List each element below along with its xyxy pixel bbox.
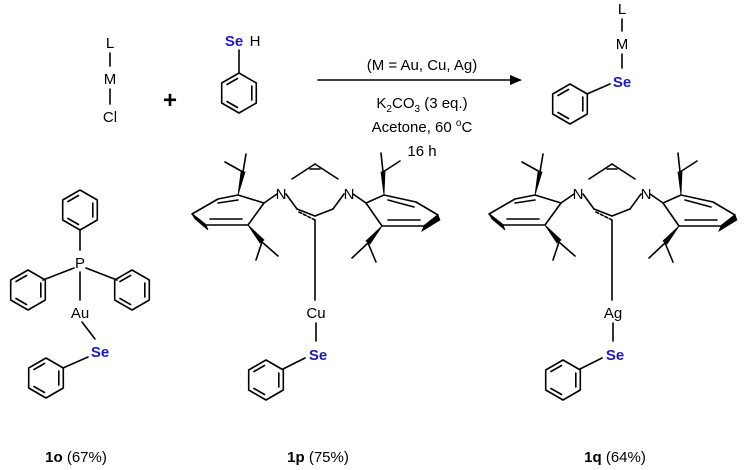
caption-1o: 1o (67%)	[45, 449, 107, 466]
condition-metal-options: (M = Au, Cu, Ag)	[367, 57, 477, 74]
caption-1q: 1q (64%)	[584, 449, 646, 466]
ligand-label: L	[106, 35, 114, 52]
complex-1o: P Au Se	[9, 189, 151, 399]
reactant-lmcl: L M Cl	[103, 35, 117, 126]
hydrogen-label: H	[250, 33, 261, 50]
selenium-label: Se	[225, 33, 243, 50]
nitrogen-label-right-1q: N	[641, 186, 652, 203]
silver-label: Ag	[604, 305, 622, 322]
chloride-label: Cl	[103, 109, 117, 126]
selenium-label-1o: Se	[91, 344, 109, 361]
complex-1q: N N Ag Se	[488, 152, 738, 401]
condition-solvent-temperature: Acetone, 60 oC	[372, 118, 473, 136]
product-metal-label: M	[616, 36, 629, 53]
product-structure: L M Se	[551, 1, 631, 125]
plus-sign: +	[163, 87, 177, 114]
selenium-label-1q: Se	[606, 347, 624, 364]
complex-1p: N N Cu Se	[191, 152, 441, 401]
reaction-arrow	[317, 75, 522, 85]
caption-1p: 1p (75%)	[287, 449, 349, 466]
metal-label: M	[104, 71, 117, 88]
product-selenium-label: Se	[613, 74, 631, 91]
selenium-label-1p: Se	[309, 347, 327, 364]
nitrogen-label-left-1q: N	[573, 186, 584, 203]
product-ligand-label: L	[618, 1, 626, 18]
phosphorus-label: P	[75, 255, 85, 272]
condition-base: K2CO3 (3 eq.)	[376, 95, 467, 115]
nitrogen-label-left-1p: N	[276, 186, 287, 203]
condition-time: 16 h	[407, 143, 436, 160]
reactant-benzeneselenol: Se H	[220, 33, 261, 114]
nitrogen-label-right-1p: N	[344, 186, 355, 203]
gold-label: Au	[71, 305, 89, 322]
copper-label: Cu	[306, 305, 325, 322]
